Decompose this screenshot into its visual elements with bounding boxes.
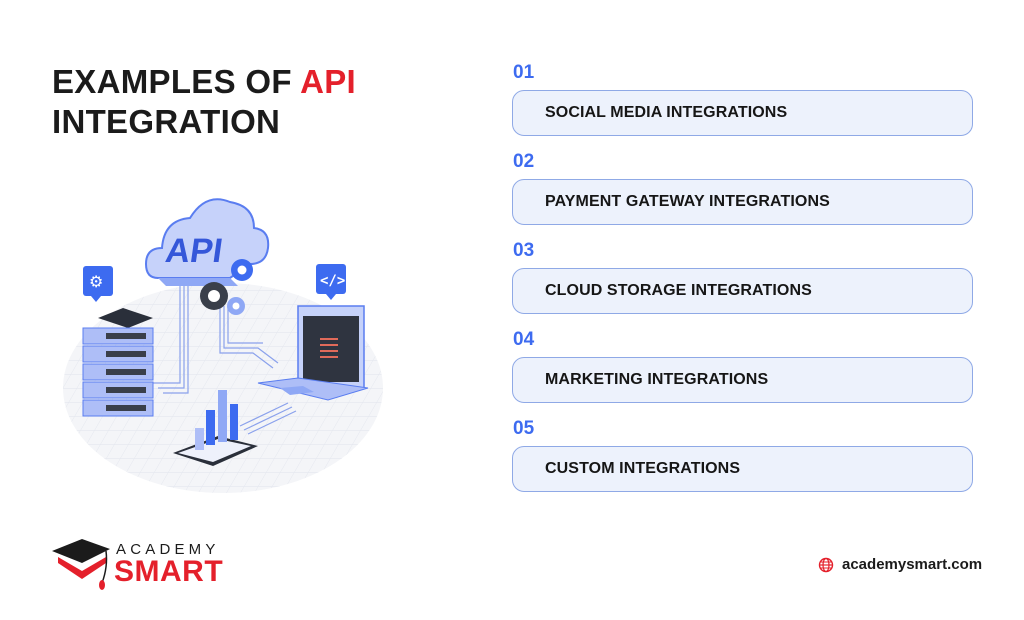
- item-number: 02: [513, 151, 535, 172]
- item-number: 03: [513, 240, 535, 261]
- title-line2: INTEGRATION: [52, 103, 281, 140]
- globe-icon: [818, 557, 834, 572]
- gear-icon: [200, 259, 253, 315]
- website-url[interactable]: academysmart.com: [842, 556, 983, 573]
- item-label: CLOUD STORAGE INTEGRATIONS: [512, 268, 973, 314]
- logo-smart-text: SMART: [114, 555, 224, 588]
- svg-text:API: API: [163, 232, 225, 270]
- title-accent: API: [300, 63, 356, 100]
- graduation-cap-icon: [52, 539, 110, 590]
- integration-list: 01 SOCIAL MEDIA INTEGRATIONS 02 PAYMENT …: [512, 62, 974, 507]
- laptop-icon: </>: [257, 264, 369, 401]
- title-line1-prefix: EXAMPLES OF: [52, 63, 301, 100]
- item-number: 04: [513, 329, 535, 350]
- website-link[interactable]: academysmart.com: [818, 556, 982, 573]
- list-item: 04 MARKETING INTEGRATIONS: [512, 329, 974, 403]
- code-icon: </>: [320, 273, 345, 289]
- list-item: 01 SOCIAL MEDIA INTEGRATIONS: [512, 62, 974, 136]
- academy-smart-logo: ACADEMY SMART: [48, 537, 223, 593]
- server-icon: ⚙: [82, 266, 154, 417]
- item-number: 01: [513, 62, 535, 83]
- api-integration-illustration: API ⚙ </>: [58, 178, 398, 498]
- list-item: 02 PAYMENT GATEWAY INTEGRATIONS: [512, 151, 974, 225]
- item-label: SOCIAL MEDIA INTEGRATIONS: [512, 90, 973, 136]
- list-item: 05 CUSTOM INTEGRATIONS: [512, 418, 974, 492]
- cloud-icon: API: [144, 198, 270, 286]
- page-title: EXAMPLES OF API INTEGRATION: [52, 62, 356, 142]
- svg-text:⚙: ⚙: [89, 272, 103, 291]
- item-label: MARKETING INTEGRATIONS: [512, 357, 973, 403]
- chart-tablet-icon: [173, 390, 258, 466]
- logo-academy-text: ACADEMY: [116, 541, 220, 558]
- item-number: 05: [513, 418, 535, 439]
- item-label: PAYMENT GATEWAY INTEGRATIONS: [512, 179, 973, 225]
- item-label: CUSTOM INTEGRATIONS: [512, 446, 973, 492]
- list-item: 03 CLOUD STORAGE INTEGRATIONS: [512, 240, 974, 314]
